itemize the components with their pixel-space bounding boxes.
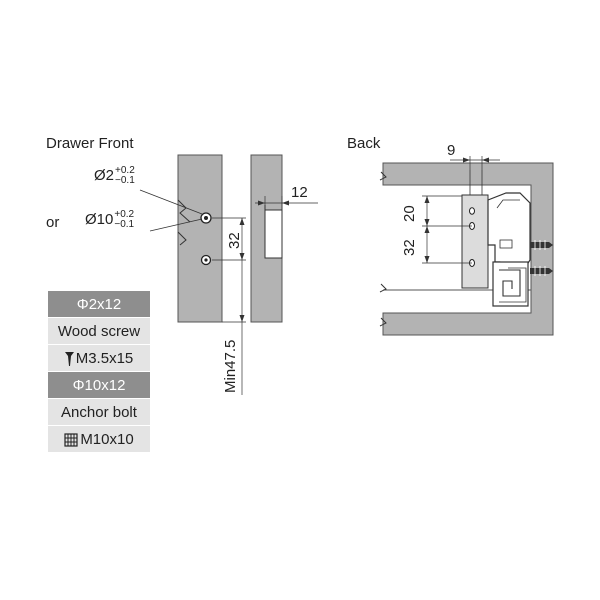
dim-spacing-label: 32 (226, 232, 243, 249)
dim-lower-label: 32 (401, 239, 418, 256)
dim-offset-label: 9 (447, 142, 456, 159)
side-slot (264, 209, 283, 259)
break-line (177, 199, 191, 223)
screw-lower (530, 268, 553, 274)
runner-housing (487, 192, 531, 269)
dim-thickness-label: 12 (291, 184, 308, 201)
spec-row: M3.5x15 (48, 345, 150, 371)
dim-upper-label: 20 (401, 205, 418, 222)
drawer-front-title: Drawer Front (46, 135, 134, 152)
cabinet-wall (382, 162, 554, 336)
spec-row: Anchor bolt (48, 399, 150, 425)
leader-line (149, 218, 203, 232)
anchor-bolt-icon (64, 431, 78, 448)
fastener-spec-table: Φ2x12 Wood screw M3.5x15 Φ10x12 Anchor b… (48, 291, 150, 453)
leader-line (139, 189, 203, 215)
hole-small-label: Ø2+0.2−0.1 (94, 165, 135, 186)
screw-icon (64, 349, 74, 366)
spec-row: Φ10x12 (48, 372, 150, 398)
dim-min-label: Min47.5 (222, 339, 239, 393)
spec-row: M10x10 (48, 426, 150, 452)
break-line (177, 231, 187, 246)
runner-mechanism (492, 261, 529, 307)
back-bracket-plate (461, 194, 489, 289)
spec-row: Φ2x12 (48, 291, 150, 317)
screw-upper (530, 242, 553, 248)
hole-large-label: Ø10+0.2−0.1 (85, 209, 135, 230)
spec-row: Wood screw (48, 318, 150, 344)
back-title: Back (347, 135, 381, 152)
or-label: or (46, 214, 60, 231)
drawer-front-panel (177, 154, 223, 323)
